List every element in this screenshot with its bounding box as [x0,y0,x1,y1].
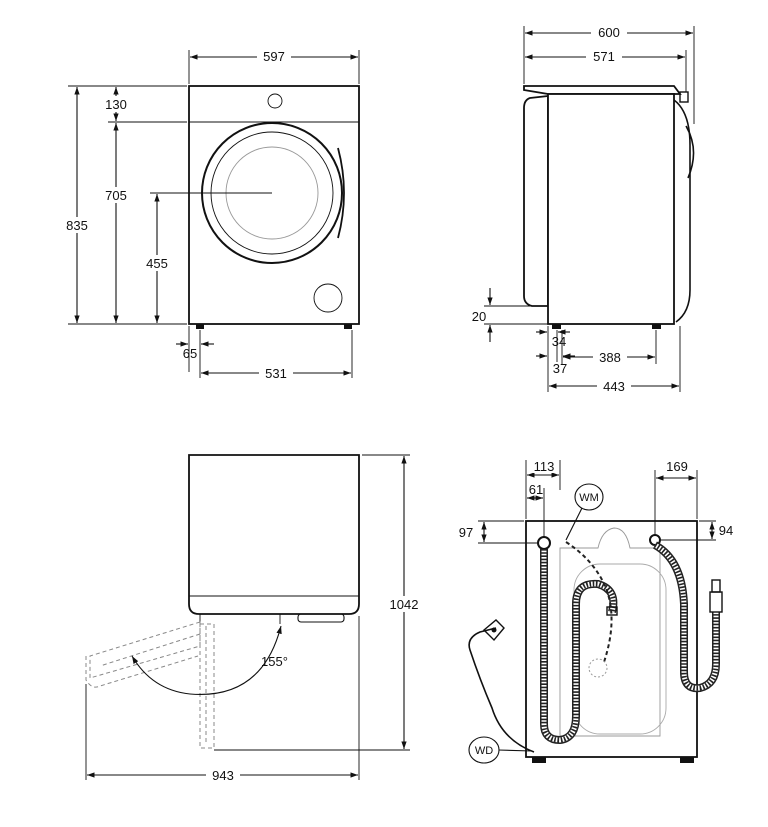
filter-cover [313,283,343,313]
top-body [188,454,360,615]
side-foot-rear [552,324,561,329]
wm-callout [574,483,604,511]
dim-front-feet-span-label: 531 [265,366,287,381]
inlet-hose-valve-top [711,579,721,593]
side-door-handle [685,125,695,179]
dim-side-bottom-depth-label: 443 [603,379,625,394]
door-swing-arc [131,625,282,695]
side-front-door [673,99,691,323]
dim-front-foot-offset-label: 65 [183,346,197,361]
dim-rear-inlet-height-label: 94 [719,523,733,538]
dim-side-depth-total-label: 600 [598,25,620,40]
wd-leader [497,749,533,752]
dim-rear-inlet-offset-label: 169 [666,459,688,474]
front-view: 597 835 130 705 455 65 531 [62,48,360,381]
dim-side-foot-height-label: 20 [472,309,486,324]
dim-front-width-label: 597 [263,49,285,64]
power-cable [468,627,535,753]
dim-front-door-top-label: 705 [105,188,127,203]
dim-rear-drain-inner-offset-label: 61 [529,482,543,497]
inlet-hose-valve [709,591,723,613]
rear-view: 113 61 169 97 94 WM WD [459,459,733,764]
side-top-plate [523,85,682,95]
side-top-knob [679,91,689,103]
side-view: 600 571 20 34 37 388 443 [472,25,695,394]
rear-foot-right [680,757,694,763]
open-door-outline-2 [99,633,201,667]
dim-side-foot-offset-2-label: 37 [553,361,567,376]
dim-front-top-height-label: 130 [105,97,127,112]
front-foot-left [196,324,204,329]
dim-front-height-total-label: 835 [66,218,88,233]
rear-foot-left [532,757,546,763]
dim-rear-drain-offset-label: 113 [534,459,555,474]
door-handle [337,147,345,239]
door-angle-label: 155° [261,654,288,669]
side-foot-front [652,324,661,329]
dim-top-width-door-open-label: 943 [212,768,234,783]
power-plug [482,619,505,642]
drain-hose-end [606,606,618,616]
wd-callout-label: WD [475,745,493,757]
wm-callout-label: WM [579,492,599,504]
dim-rear-drain-height-label: 97 [459,525,473,540]
wm-leader [565,507,583,541]
top-handle [297,613,345,623]
side-rear-bulge [523,94,549,307]
power-plug-pin [491,627,497,633]
dim-top-depth-door-open-label: 1042 [390,597,419,612]
open-door-outline [89,621,201,679]
drain-hose-ghost [588,658,608,678]
side-body [547,93,675,325]
open-door-side [85,655,199,688]
front-foot-right [344,324,352,329]
dim-side-depth-body-label: 571 [593,49,615,64]
rear-panel-outline [559,527,661,737]
dim-side-foot-offset-1-label: 34 [552,334,566,349]
wd-callout [468,736,500,764]
open-door-handle-ghost [199,623,215,749]
drain-hose-dashed [565,541,613,663]
program-knob [267,93,283,109]
top-view: 155° 1042 943 [85,454,422,783]
dim-front-door-center-label: 455 [146,256,168,271]
dim-side-feet-span-label: 388 [599,350,621,365]
